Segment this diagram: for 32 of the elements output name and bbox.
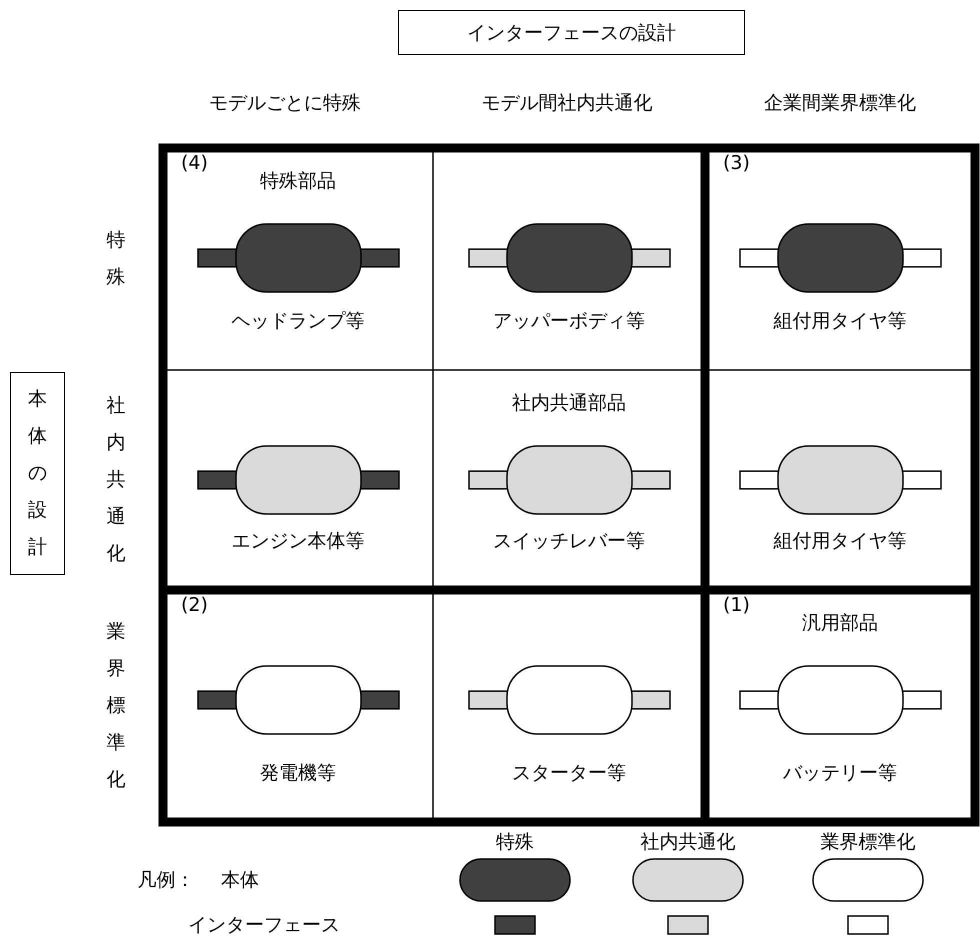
heading-box xyxy=(398,10,745,55)
example-text: バッテリー等 xyxy=(782,761,898,786)
callout-number: (4) xyxy=(181,152,208,174)
example-text: スイッチレバー等 xyxy=(492,529,646,554)
example-text: ヘッドランプ等 xyxy=(230,309,366,334)
column-header: モデルごとに特殊 xyxy=(209,91,361,116)
callout-number: (2) xyxy=(181,594,208,616)
callout-number: (1) xyxy=(723,594,750,616)
legend-row-label: 本体 xyxy=(221,868,259,893)
heading-text: 本体の設計 xyxy=(27,387,48,560)
row-header: 社内共通化 xyxy=(106,394,126,566)
part-category: 特殊部品 xyxy=(259,169,337,194)
callout-number: (3) xyxy=(723,152,750,174)
example-text: アッパーボディ等 xyxy=(492,309,646,334)
row-header: 特殊 xyxy=(106,228,126,290)
part-category: 社内共通部品 xyxy=(511,391,627,416)
legend-label: 業界標準化 xyxy=(820,830,916,855)
legend-label: 特殊 xyxy=(496,830,534,855)
part-category: 汎用部品 xyxy=(801,611,879,636)
example-text: 発電機等 xyxy=(259,761,337,786)
heading-text: インターフェースの設計 xyxy=(467,20,676,46)
row-header: 業界標準化 xyxy=(106,620,126,792)
legend-label: 社内共通化 xyxy=(640,830,736,855)
column-header: モデル間社内共通化 xyxy=(482,91,652,116)
example-text: エンジン本体等 xyxy=(230,529,366,554)
example-text: 組付用タイヤ等 xyxy=(772,529,908,554)
example-text: 組付用タイヤ等 xyxy=(772,309,908,334)
column-header: 企業間業界標準化 xyxy=(764,91,916,116)
legend-title: 凡例： xyxy=(138,868,194,893)
example-text: スターター等 xyxy=(511,761,627,786)
heading-box xyxy=(10,372,65,575)
legend-row-label: インターフェース xyxy=(188,913,340,938)
